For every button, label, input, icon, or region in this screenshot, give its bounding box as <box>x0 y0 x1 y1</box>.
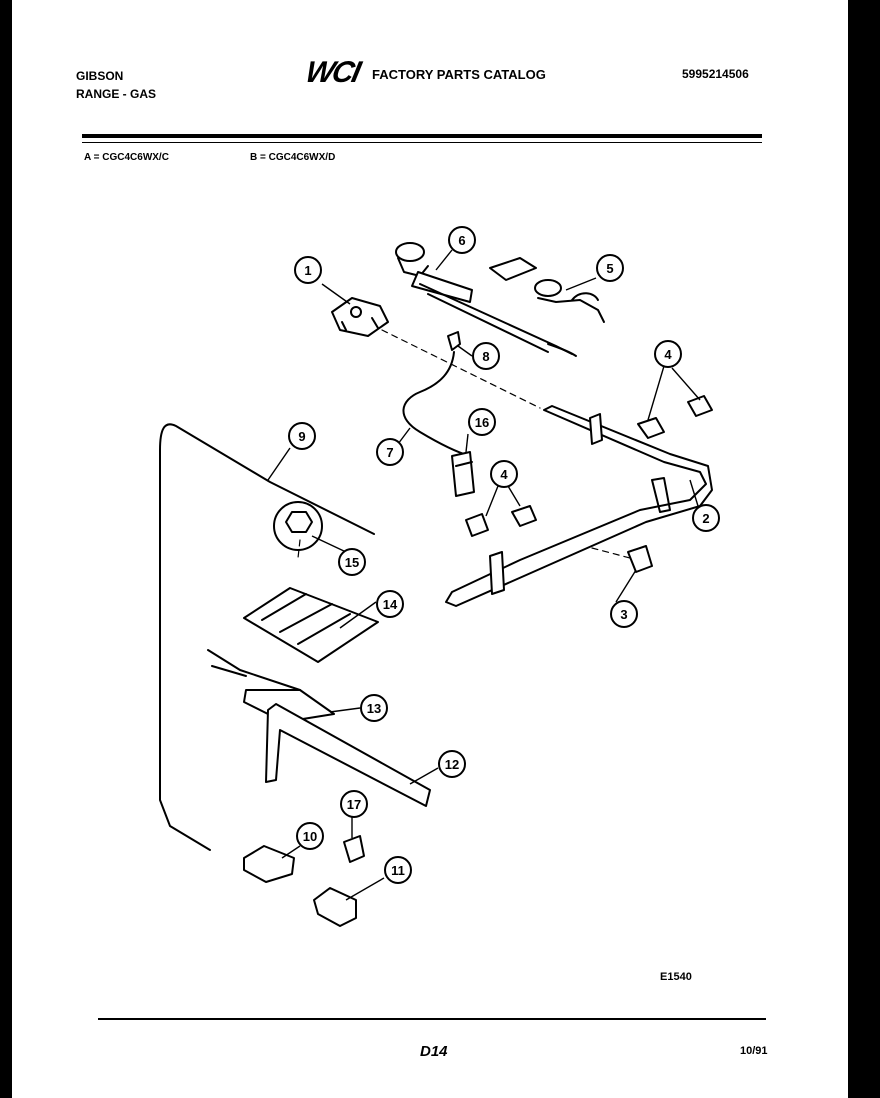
callout-6: 6 <box>448 226 476 254</box>
product-type: RANGE - GAS <box>76 87 157 101</box>
callout-4b: 4 <box>490 460 518 488</box>
callout-label: 6 <box>458 233 465 248</box>
callout-label: 17 <box>347 797 361 812</box>
header-rule <box>82 134 762 138</box>
model-a-label: A = CGC4C6WX/C <box>84 152 169 163</box>
callout-12: 12 <box>438 750 466 778</box>
callout-label: 11 <box>391 863 405 878</box>
callout-label: 9 <box>298 429 305 444</box>
callout-1: 1 <box>294 256 322 284</box>
callout-leaders <box>267 249 701 901</box>
callout-label: 1 <box>304 263 311 278</box>
callout-4a: 4 <box>654 340 682 368</box>
callout-16: 16 <box>468 408 496 436</box>
callout-14: 14 <box>376 590 404 618</box>
part-bracket-drawing <box>627 545 653 573</box>
callout-13: 13 <box>360 694 388 722</box>
part-small-clip-drawing <box>343 835 365 863</box>
alignment-lines <box>297 329 631 559</box>
part-clip-drawing <box>447 331 461 351</box>
callout-label: 4 <box>664 347 672 362</box>
callout-label: 12 <box>445 757 459 772</box>
callout-label: 14 <box>383 597 398 612</box>
part-clamp-drawing <box>313 887 357 927</box>
callout-label: 4 <box>500 467 508 482</box>
callout-2: 2 <box>692 504 720 532</box>
model-b-label: B = CGC4C6WX/D <box>250 152 336 163</box>
callout-9: 9 <box>288 422 316 450</box>
diagram-code: E1540 <box>660 971 692 983</box>
part-valve-drawing <box>465 395 713 537</box>
callouts: 1 6 5 8 4 9 16 7 4 2 15 3 14 13 12 17 10… <box>288 226 720 884</box>
callout-label: 2 <box>702 511 709 526</box>
part-manifold-drawing <box>445 405 713 607</box>
callout-7: 7 <box>376 438 404 466</box>
part-regulator-drawing <box>451 451 475 497</box>
part-block-drawing <box>243 845 295 883</box>
callout-17: 17 <box>340 790 368 818</box>
page-number: D14 <box>420 1043 448 1060</box>
callout-3: 3 <box>610 600 638 628</box>
revision-date: 10/91 <box>740 1045 768 1057</box>
part-tubing-drawing <box>402 351 471 457</box>
callout-label: 7 <box>386 445 393 460</box>
callout-label: 8 <box>482 349 489 364</box>
part-burner-assembly-drawing <box>395 242 605 357</box>
part-igniter-drawing <box>207 649 335 723</box>
callout-label: 3 <box>620 607 627 622</box>
callout-label: 10 <box>303 829 317 844</box>
part-baffle-drawing <box>243 587 379 663</box>
callout-label: 15 <box>345 555 359 570</box>
part-cap-drawing <box>273 501 323 551</box>
catalog-part-number: 5995214506 <box>682 67 749 81</box>
callout-5: 5 <box>596 254 624 282</box>
part-broil-burner-drawing <box>265 703 431 807</box>
callout-label: 5 <box>606 261 613 276</box>
header-rule-thin <box>82 142 762 143</box>
brand-name: GIBSON <box>76 69 124 83</box>
callout-10: 10 <box>296 822 324 850</box>
footer-rule <box>98 1018 766 1020</box>
part-valve-body-drawing <box>331 297 389 337</box>
callout-label: 13 <box>367 701 381 716</box>
catalog-title: FACTORY PARTS CATALOG <box>372 67 546 82</box>
callout-15: 15 <box>338 548 366 576</box>
callout-label: 16 <box>475 415 489 430</box>
callout-8: 8 <box>472 342 500 370</box>
callout-11: 11 <box>384 856 412 884</box>
parts-sheet <box>12 0 848 1098</box>
part-tube-drawing <box>159 423 375 851</box>
